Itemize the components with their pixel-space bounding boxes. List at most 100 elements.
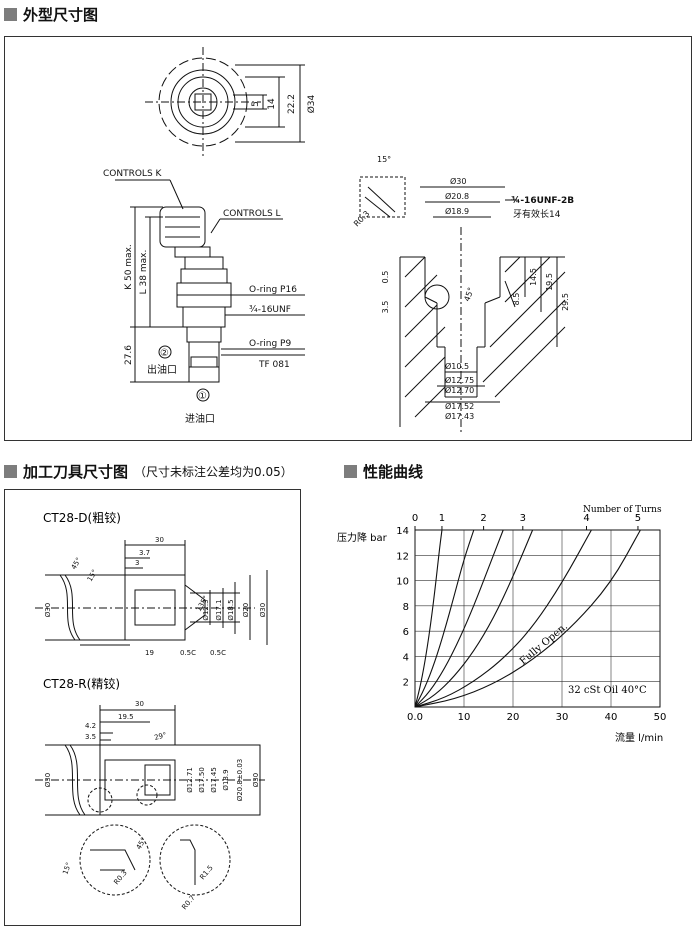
- cavity-angle-45: 45°: [462, 286, 475, 302]
- dim-5: 5: [251, 101, 261, 107]
- thread-label: ¾-16UNF: [249, 305, 291, 315]
- cavity-dim-29-5: 29.5: [561, 293, 570, 311]
- dimension-drawing-frame: 5 14 22.2 Ø34: [4, 36, 692, 441]
- tool-r-dim19-5: 19.5: [118, 713, 134, 721]
- chart-x-tick-label: 20: [507, 712, 520, 723]
- tool-d-c2: 0.5C: [210, 649, 226, 657]
- controls-l-label: CONTROLS L: [223, 209, 281, 219]
- square-bullet-icon: [344, 465, 357, 478]
- dim-22-2: 22.2: [287, 94, 297, 114]
- cavity-angle-15: 15°: [377, 155, 391, 164]
- port-1-number: ①: [198, 391, 207, 402]
- dim-27-6: 27.6: [124, 345, 134, 365]
- port-1-label: 进油口: [185, 412, 215, 425]
- tool-d-d30: Ø30: [44, 603, 52, 617]
- oring-p9-label: O-ring P9: [249, 339, 291, 349]
- tool-r-d30b: Ø30: [252, 773, 260, 787]
- tooling-drawing-frame: CT28-D(粗铰) 30 3.7 3: [4, 489, 301, 926]
- tool-r-dim30: 30: [135, 700, 144, 708]
- tool-d-d17-1: Ø17.1: [215, 599, 223, 620]
- chart-x-tick-label: 0.0: [407, 712, 423, 723]
- tool-r-d17-50: Ø17.50: [198, 767, 206, 793]
- tool-r-d20-8: Ø20.8±0.03: [236, 759, 244, 802]
- chart-y-tick-label: 6: [403, 627, 409, 638]
- square-bullet-icon: [4, 8, 17, 21]
- cavity-dim-0-5: 0.5: [381, 271, 390, 284]
- chart-series-line-1: [414, 529, 475, 708]
- tool-r-dim3-5: 3.5: [85, 733, 96, 741]
- chart-series-line-3: [414, 529, 534, 708]
- cavity-dim-14-5: 14.5: [529, 268, 538, 286]
- chart-y-tick-label: 12: [396, 551, 409, 562]
- chart-top-tick-label: 2: [480, 513, 486, 524]
- tool-d-c1: 0.5C: [180, 649, 196, 657]
- chart-y-tick-label: 4: [403, 652, 409, 663]
- tool-r-d18-9: Ø18.9: [222, 769, 230, 790]
- tool-drawings: CT28-D(粗铰) 30 3.7 3: [35, 510, 268, 911]
- tool-r-d12-71: Ø12.71: [186, 767, 194, 793]
- chart-grid: [414, 529, 661, 708]
- cavity-d12-70: Ø12.70: [445, 385, 474, 395]
- tool-d-title: CT28-D(粗铰): [43, 510, 121, 525]
- cavity-thread-depth: 牙有效长14: [513, 208, 561, 220]
- cavity-r03: R0.3: [352, 209, 371, 228]
- performance-chart: 压力降 bar 流量 l/min Number of Turns 32 cSt …: [337, 505, 666, 744]
- chart-y-tick-label: 14: [396, 526, 409, 537]
- tool-r-title: CT28-R(精铰): [43, 676, 120, 691]
- cavity-d18-9: Ø18.9: [445, 206, 469, 216]
- dim-34: Ø34: [306, 94, 317, 113]
- k-dim-label: K 50 max.: [124, 244, 134, 290]
- cavity-d30: Ø30: [450, 176, 466, 186]
- chart-x-tick-label: 40: [605, 712, 618, 723]
- l-dim-label: L 38 max.: [139, 250, 149, 295]
- chart-plot-border: [414, 529, 661, 708]
- tool-r-r15: R1.5: [198, 864, 214, 881]
- tf-label: TF 081: [258, 360, 290, 370]
- section-title-performance: 性能曲线: [344, 461, 423, 482]
- chart-series-line-2: [414, 529, 504, 708]
- chart-ylabel: 压力降 bar: [337, 531, 388, 544]
- tool-d-dim19: 19: [145, 649, 154, 657]
- chart-top-tick-label: 5: [635, 513, 641, 524]
- oring-p16-label: O-ring P16: [249, 285, 297, 295]
- chart-top-tick-label: 4: [583, 513, 589, 524]
- tool-r-angle29: 29°: [153, 731, 167, 742]
- cavity-dim-3-5: 3.5: [381, 301, 390, 314]
- chart-top-tick-label: 0: [412, 513, 418, 524]
- tool-r-d17-45: Ø17.45: [210, 767, 218, 793]
- tool-r-d30: Ø30: [44, 773, 52, 787]
- tool-r-dim4-2: 4.2: [85, 722, 96, 730]
- dim-14: 14: [267, 98, 277, 110]
- tool-d-dim30: 30: [155, 536, 164, 544]
- chart-x-tick-label: 50: [654, 712, 667, 723]
- chart-oil-annotation: 32 cSt Oil 40°C: [568, 685, 647, 696]
- cavity-d17-43: Ø17.43: [445, 411, 474, 421]
- controls-k-label: CONTROLS K: [103, 169, 163, 179]
- cavity-thread: ¾-16UNF-2B: [511, 196, 574, 206]
- section-title-dimensions: 外型尺寸图: [4, 4, 98, 25]
- cavity-d10-5: Ø10.5: [445, 361, 469, 371]
- cavity-dim-8-5: 8.5: [512, 293, 521, 306]
- tool-r-angle45: 45°: [135, 836, 148, 851]
- chart-top-tick-label: 1: [439, 513, 445, 524]
- chart-y-tick-label: 10: [396, 577, 409, 588]
- port-2-label: 出油口: [147, 363, 177, 376]
- tool-r-r03: R0.3: [112, 869, 128, 886]
- cavity-dim-19-5: 19.5: [545, 273, 554, 291]
- chart-curves: [414, 529, 641, 708]
- tooling-note: （尺寸未标注公差均为0.05）: [134, 465, 293, 479]
- square-bullet-icon: [4, 465, 17, 478]
- tool-d-d12-3: Ø12.3: [202, 599, 210, 620]
- chart-series-line-0: [414, 529, 443, 708]
- tool-d-dim3: 3: [135, 559, 139, 567]
- chart-series-line-4: [414, 529, 592, 708]
- chart-top-tick-label: 3: [520, 513, 526, 524]
- tool-d-dim3-7: 3.7: [139, 549, 150, 557]
- port-2-number: ②: [160, 348, 169, 359]
- cavity-d17-52: Ø17.52: [445, 401, 474, 411]
- tool-d-angle45: 45°: [70, 556, 83, 571]
- chart-series-line-5: [414, 529, 641, 708]
- chart-x-tick-label: 10: [458, 712, 471, 723]
- cavity-d20-8: Ø20.8: [445, 191, 469, 201]
